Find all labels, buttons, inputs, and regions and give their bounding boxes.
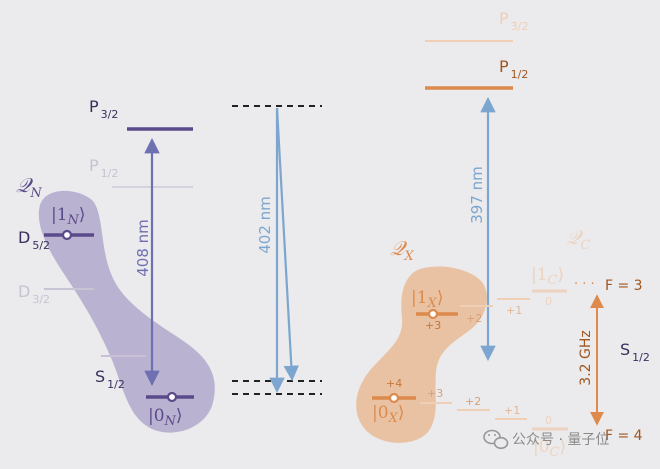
ket0-c-label: |0C⟩ xyxy=(533,437,566,460)
ket0-x-label: |0X⟩ xyxy=(372,403,404,426)
c-qubit-label: 𝒬C xyxy=(566,225,590,253)
upper-m1-label: +1 xyxy=(506,304,522,317)
x-qubit-label: 𝒬X xyxy=(390,236,414,264)
f-upper-label: F = 3 xyxy=(605,278,643,294)
n-qubit-blob xyxy=(38,190,215,433)
ket0-x-state-marker xyxy=(388,392,400,404)
ket0-n-label: |0N⟩ xyxy=(148,406,183,429)
upper-m3-label: +3 xyxy=(425,319,441,332)
watermark: 公众号 · 量子位 xyxy=(483,429,609,450)
ket0-n-state-marker xyxy=(166,391,178,403)
wechat-icon xyxy=(483,429,509,450)
ket1-n-state-marker xyxy=(61,229,73,241)
ket1-n-label: |1N⟩ xyxy=(51,205,86,228)
ket1-x-state-marker xyxy=(427,308,439,320)
middle-402-arrow-b xyxy=(275,107,300,382)
lower-m0-label: 0 xyxy=(545,414,552,427)
middle-group: 402 nm xyxy=(232,105,322,395)
ket1-x-label: |1X⟩ xyxy=(411,288,443,311)
middle-402-label: 402 nm xyxy=(256,196,274,254)
upper-m0-label: 0 xyxy=(545,295,552,308)
upper-m2-label: +2 xyxy=(466,312,482,325)
n-408-label: 408 nm xyxy=(134,219,152,277)
n-qubit-label: 𝒬N xyxy=(16,173,42,201)
f-lower-label: F = 4 xyxy=(605,428,643,444)
x-397-label: 397 nm xyxy=(468,166,486,224)
lower-m1-label: +1 xyxy=(504,404,520,417)
splitting-label: 3.2 GHz xyxy=(578,330,594,385)
lower-m4-label: +4 xyxy=(386,377,402,390)
ket1-c-label: |1C⟩ xyxy=(531,265,564,288)
watermark-text: 公众号 · 量子位 xyxy=(512,432,609,448)
ellipsis-label: · · · xyxy=(574,277,595,292)
lower-m3-label: +3 xyxy=(427,387,443,400)
lower-m2-label: +2 xyxy=(465,395,481,408)
